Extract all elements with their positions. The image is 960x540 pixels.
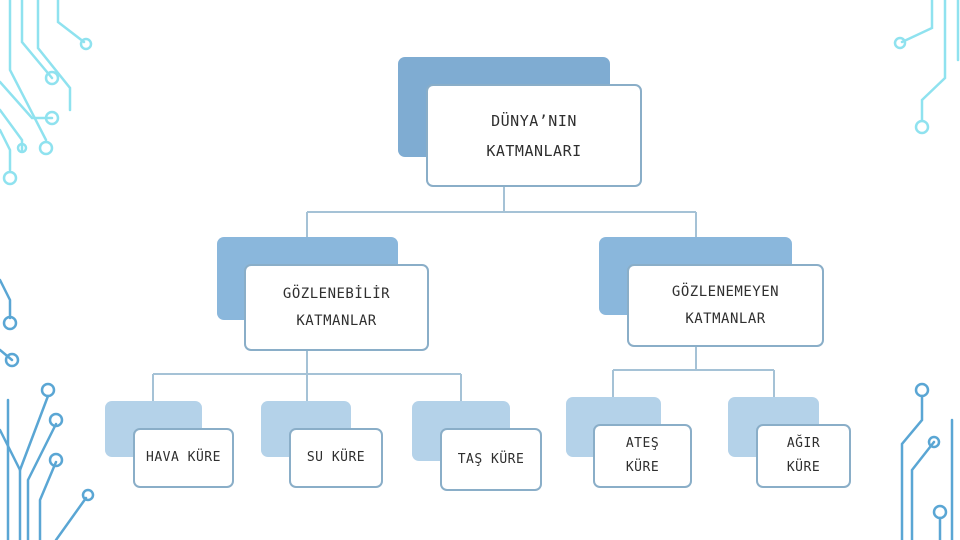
circuit-bottom-left-icon [0, 278, 95, 540]
branch-node-unobservable: GÖZLENEMEYEN KATMANLAR [627, 264, 824, 347]
leaf-node-agir-kure-label: AĞIR KÜRE [786, 436, 821, 475]
circuit-top-left-icon [0, 0, 93, 186]
leaf-node-ates-kure-label: ATEŞ KÜRE [625, 436, 660, 475]
branch-node-observable-label: GÖZLENEBİLİR KATMANLAR [282, 285, 391, 329]
circuit-bottom-right-icon [900, 382, 954, 540]
root-node: DÜNYA’NIN KATMANLARI [426, 84, 642, 187]
leaf-node-tas-kure: TAŞ KÜRE [440, 428, 542, 491]
branch-node-observable: GÖZLENEBİLİR KATMANLAR [244, 264, 429, 351]
root-node-label: DÜNYA’NIN KATMANLARI [486, 111, 582, 160]
leaf-node-agir-kure: AĞIR KÜRE [756, 424, 851, 488]
branch-node-unobservable-label: GÖZLENEMEYEN KATMANLAR [671, 283, 780, 327]
leaf-node-hava-kure: HAVA KÜRE [133, 428, 234, 488]
leaf-node-su-kure: SU KÜRE [289, 428, 383, 488]
leaf-node-tas-kure-label: TAŞ KÜRE [457, 451, 525, 467]
leaf-node-hava-kure-label: HAVA KÜRE [146, 450, 221, 465]
circuit-top-right-icon [893, 0, 960, 135]
leaf-node-su-kure-label: SU KÜRE [306, 450, 366, 465]
leaf-node-ates-kure: ATEŞ KÜRE [593, 424, 692, 488]
